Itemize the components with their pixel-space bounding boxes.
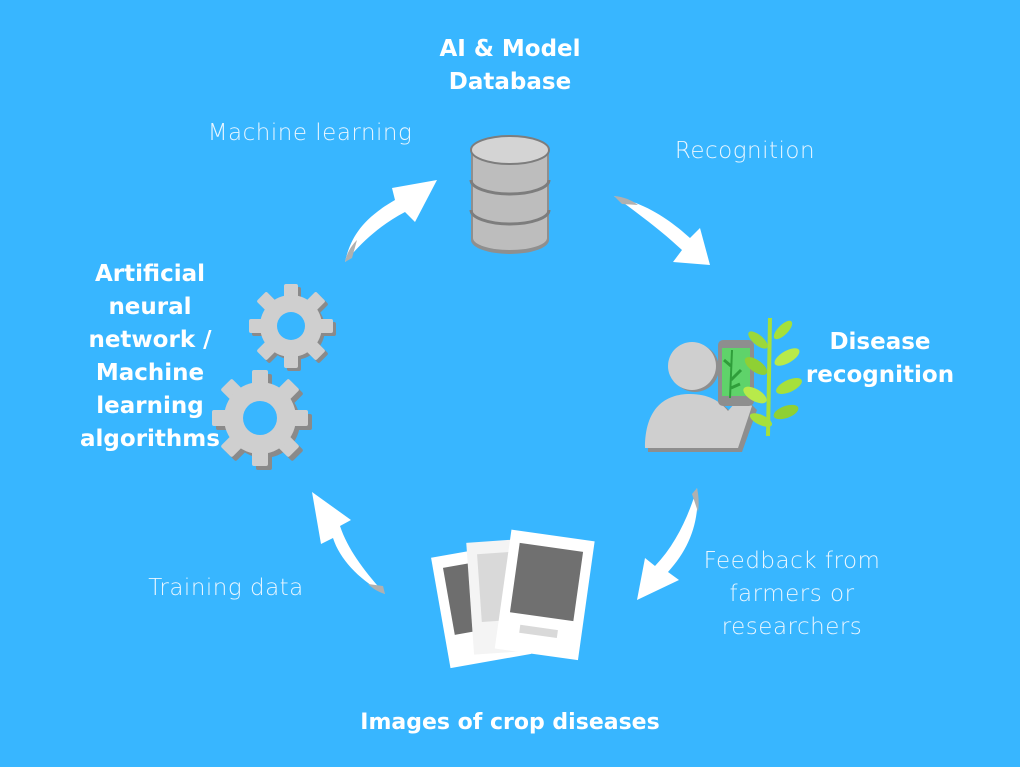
person-phone-plant-icon — [645, 317, 802, 452]
arrow-training-data — [312, 492, 385, 594]
node-images-title: Images of crop diseases — [360, 710, 660, 735]
edge-label-training-data: Training data — [148, 575, 304, 601]
edge-label-feedback: Feedback from farmers or researchers — [703, 548, 881, 640]
arrow-machine-learning — [345, 180, 437, 262]
arrow-feedback — [637, 488, 699, 600]
node-algorithms-title: Artificial neural network / Machine lear… — [80, 261, 220, 452]
node-database-title: AI & Model Database — [439, 36, 581, 95]
arrow-recognition — [614, 196, 710, 265]
edge-label-machine-learning: Machine learning — [207, 120, 413, 146]
photos-icon — [431, 529, 595, 669]
node-disease-recognition-title: Disease recognition — [805, 329, 955, 388]
gears-icon — [212, 284, 336, 470]
edge-label-recognition: Recognition — [674, 138, 816, 164]
database-icon — [469, 135, 551, 254]
